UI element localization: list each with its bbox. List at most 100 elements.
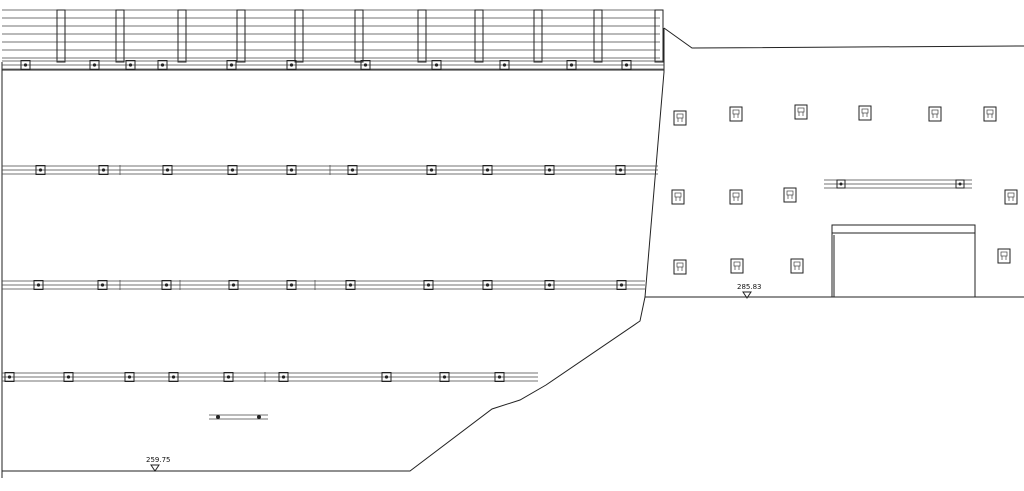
square-anchor-icon [161, 280, 172, 290]
anchor-bolt [624, 63, 629, 67]
anchor-bolt [547, 283, 552, 287]
anchor-beam-row-1 [2, 165, 658, 175]
bracket-plate [786, 190, 794, 196]
square-anchor-icon [544, 280, 555, 290]
anchor-bolt [363, 63, 368, 67]
anchor-bolt [165, 168, 170, 172]
anchor-bolt [502, 63, 507, 67]
square-anchor-icon [227, 165, 238, 175]
anchor-bolt [384, 375, 389, 379]
bracket-plate [732, 109, 740, 115]
anchor-bolt [23, 63, 28, 67]
bracket-plate [797, 107, 805, 113]
bracket-plate [986, 109, 994, 115]
anchor-bolt [350, 168, 355, 172]
square-anchor-icon [162, 165, 173, 175]
anchor-bolt [281, 375, 286, 379]
square-anchor-icon [98, 165, 109, 175]
square-anchor-icon [482, 165, 493, 175]
square-anchor-icon [381, 372, 392, 382]
anchor-bolt [547, 168, 552, 172]
bracket-plate [733, 261, 741, 267]
fence-post [236, 9, 246, 63]
square-anchor-icon [345, 280, 356, 290]
square-anchor-icon [482, 280, 493, 290]
anchor-bolt [160, 63, 165, 67]
anchor-bolt [348, 283, 353, 287]
level-marker-lower: 259.75 [146, 456, 171, 472]
square-anchor-icon [4, 372, 15, 382]
square-anchor-icon [431, 60, 442, 70]
anchor-bolt [38, 168, 43, 172]
anchor-bolt [66, 375, 71, 379]
anchor-bolt [101, 168, 106, 172]
fence-post [654, 9, 664, 63]
bracket-plate [861, 108, 869, 114]
bracket-symbol-icon [671, 189, 685, 205]
bracket-symbol-icon [858, 105, 872, 121]
square-anchor-icon [286, 280, 297, 290]
ground-profile [2, 296, 1024, 472]
bracket-plate [676, 113, 684, 119]
anchor-bolt [289, 63, 294, 67]
triangle-level-icon [150, 464, 160, 472]
bracket-plate [676, 262, 684, 268]
anchor-bolt [100, 283, 105, 287]
anchor-bolt [485, 283, 490, 287]
short-strut [209, 414, 268, 420]
triangle-level-icon [742, 291, 752, 299]
elevation-label-lower: 259.75 [146, 456, 171, 464]
bracket-symbol-icon [730, 258, 744, 274]
anchor-bolt [226, 375, 231, 379]
square-anchor-icon [499, 60, 510, 70]
fence-post [115, 9, 125, 63]
fence-post [417, 9, 427, 63]
square-anchor-icon [360, 60, 371, 70]
square-anchor-icon [621, 60, 632, 70]
bracket-symbol-icon [794, 104, 808, 120]
anchor-bolt [164, 283, 169, 287]
bracket-symbol-icon [1004, 189, 1018, 205]
square-anchor-icon [439, 372, 450, 382]
fence-post [593, 9, 603, 63]
bracket-plate [931, 109, 939, 115]
bracket-symbol-icon [997, 248, 1011, 264]
square-anchor-icon [278, 372, 289, 382]
wall-outline [1, 27, 1024, 478]
anchor-beam-row-top [2, 60, 664, 70]
bracket-symbol-icon [729, 106, 743, 122]
anchor-beam-row-3 [2, 372, 538, 382]
level-marker-upper: 285.83 [737, 283, 762, 299]
anchor-bolt [485, 168, 490, 172]
square-anchor-icon [286, 165, 297, 175]
anchor-bolt [7, 375, 12, 379]
bracket-symbol-icon [790, 258, 804, 274]
square-anchor-icon [347, 165, 358, 175]
bracket-plate [793, 261, 801, 267]
anchor-bolt [230, 168, 235, 172]
fence-post [294, 9, 304, 63]
bracket-plate [1000, 251, 1008, 257]
fence-post [354, 9, 364, 63]
anchor-bolt [289, 168, 294, 172]
anchor-bolt [289, 283, 294, 287]
square-anchor-icon [544, 165, 555, 175]
fence-post [177, 9, 187, 63]
square-anchor-icon [494, 372, 505, 382]
square-anchor-icon [616, 280, 627, 290]
anchor-bolt [128, 63, 133, 67]
anchor-beam-row-2 [2, 280, 645, 290]
bracket-plate [732, 192, 740, 198]
square-anchor-icon [615, 165, 626, 175]
bracket-grid [671, 104, 1018, 275]
square-anchor-icon [89, 60, 100, 70]
anchor-bolt [36, 283, 41, 287]
anchor-bolt [429, 168, 434, 172]
square-anchor-icon [97, 280, 108, 290]
bracket-symbol-icon [928, 106, 942, 122]
bracket-symbol-icon [783, 187, 797, 203]
fence-post [474, 9, 484, 63]
anchor-bolt [618, 168, 623, 172]
square-anchor-icon [20, 60, 31, 70]
